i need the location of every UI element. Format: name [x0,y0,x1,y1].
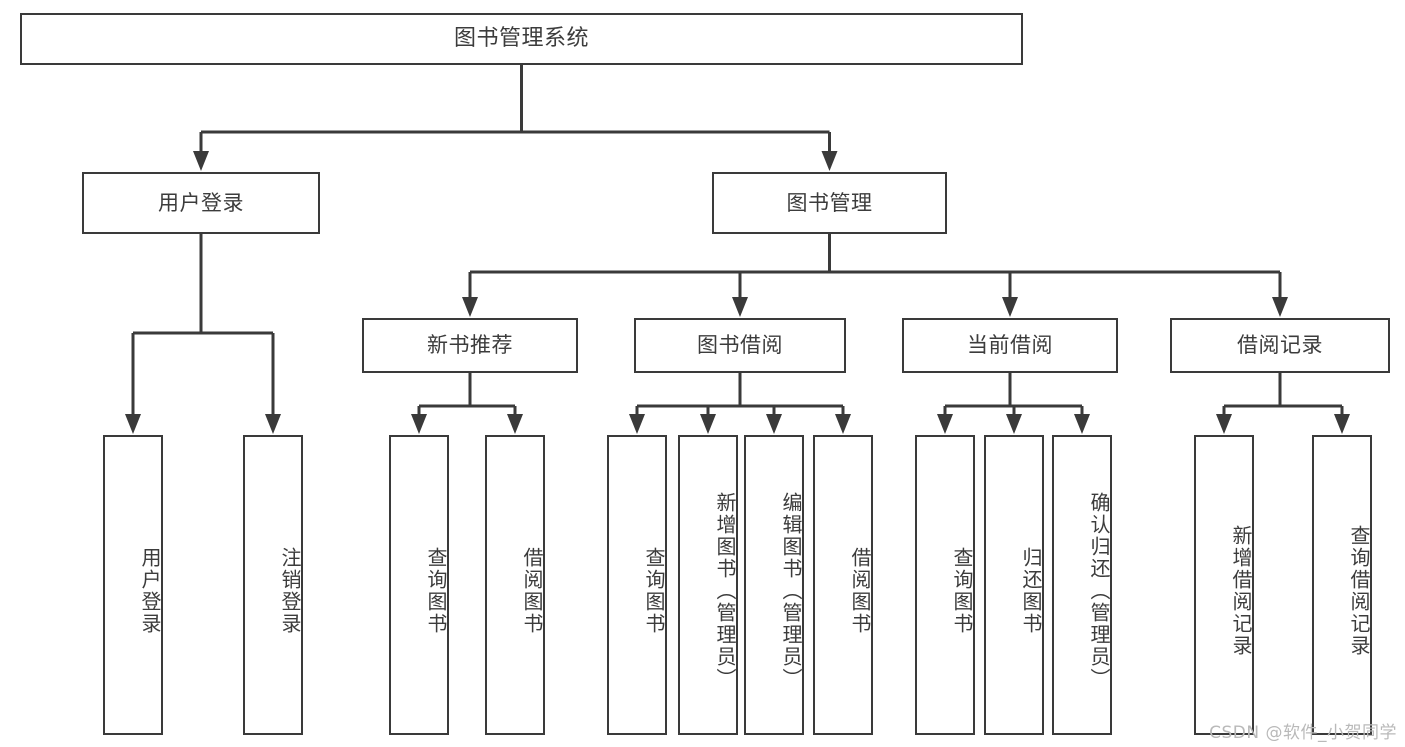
arrowhead [1272,297,1288,317]
node-root[interactable]: 图书管理系统 [20,13,1023,65]
node-l_login[interactable]: 用户登录 [103,435,163,735]
arrowhead [125,414,141,434]
arrowhead [700,414,716,434]
node-l_logout[interactable]: 注销登录 [243,435,303,735]
node-label: 编辑图书（管理员） [779,492,803,690]
node-label: 图书管理系统 [453,26,589,52]
node-label: 借阅图书 [520,547,544,635]
node-records[interactable]: 借阅记录 [1170,318,1390,373]
arrowhead [193,151,209,171]
node-label: 图书借阅 [697,333,783,358]
node-label: 确认归还（管理员） [1087,492,1111,690]
node-label: 注销登录 [278,547,302,635]
arrowhead [411,414,427,434]
node-label: 用户登录 [158,190,244,215]
node-label: 查询图书 [424,547,448,635]
node-label: 用户登录 [138,547,162,635]
node-l_b1[interactable]: 借阅图书 [485,435,545,735]
node-l_add[interactable]: 新增图书（管理员） [678,435,738,735]
node-label: 查询图书 [950,547,974,635]
node-l_q3[interactable]: 查询图书 [915,435,975,735]
node-borrow[interactable]: 图书借阅 [634,318,846,373]
node-label: 当前借阅 [967,333,1053,358]
arrowhead [462,297,478,317]
arrowhead [937,414,953,434]
node-bookmgmt[interactable]: 图书管理 [712,172,947,234]
node-login[interactable]: 用户登录 [82,172,320,234]
node-label: 借阅记录 [1237,333,1323,358]
arrowhead [732,297,748,317]
arrowhead [1334,414,1350,434]
watermark: CSDN @软件_小贺同学 [1209,723,1397,743]
node-l_addrec[interactable]: 新增借阅记录 [1194,435,1254,735]
node-label: 查询图书 [642,547,666,635]
node-label: 图书管理 [786,190,873,215]
node-current[interactable]: 当前借阅 [902,318,1118,373]
arrowhead [507,414,523,434]
node-label: 借阅图书 [848,547,872,635]
arrowhead [629,414,645,434]
node-label: 归还图书 [1019,547,1043,635]
node-l_b2[interactable]: 借阅图书 [813,435,873,735]
node-label: 新增图书（管理员） [713,492,737,690]
node-newbook[interactable]: 新书推荐 [362,318,578,373]
node-label: 新增借阅记录 [1229,525,1253,657]
node-l_return[interactable]: 归还图书 [984,435,1044,735]
arrowhead [1216,414,1232,434]
arrowhead [1074,414,1090,434]
node-label: 查询借阅记录 [1347,525,1371,657]
node-l_edit[interactable]: 编辑图书（管理员） [744,435,804,735]
node-l_q1[interactable]: 查询图书 [389,435,449,735]
arrowhead [821,151,838,171]
arrowhead [835,414,851,434]
node-l_qrec[interactable]: 查询借阅记录 [1312,435,1372,735]
node-label: 新书推荐 [427,333,513,358]
node-l_confirm[interactable]: 确认归还（管理员） [1052,435,1112,735]
node-l_q2[interactable]: 查询图书 [607,435,667,735]
arrowhead [265,414,281,434]
arrowhead [1002,297,1018,317]
arrowhead [766,414,782,434]
arrowhead [1006,414,1022,434]
